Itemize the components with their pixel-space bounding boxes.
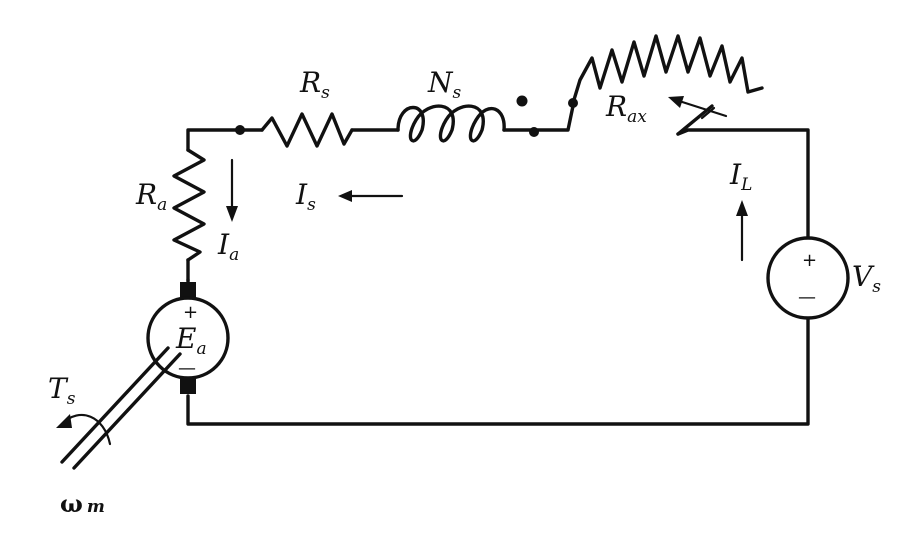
polarity-dot: [516, 95, 528, 107]
rax-adjust-arrow: [668, 96, 728, 120]
brush-top: [180, 282, 196, 300]
brush-bottom: [180, 376, 196, 394]
source-plus-sign: +: [802, 250, 817, 271]
wires: [186, 104, 810, 426]
label-ts: Ts: [48, 372, 76, 409]
armature-resistor-ra: [172, 148, 206, 262]
node-dot-left: [235, 125, 245, 135]
label-rs: Rs: [299, 66, 330, 103]
source-minus-sign: —: [798, 287, 816, 308]
prime-mover-shaft: [60, 346, 182, 470]
armature-plus-sign: +: [183, 302, 198, 323]
armature-generator: + —: [146, 282, 230, 394]
armature-minus-sign: —: [178, 358, 196, 379]
voltage-source-vs: + —: [766, 236, 850, 320]
wire-right-down: [186, 316, 810, 426]
current-arrow-ia: [226, 158, 238, 222]
label-rax: Rax: [605, 90, 647, 127]
current-arrow-il: [736, 200, 748, 262]
node-dot-ns-out: [529, 127, 539, 137]
label-il: IL: [729, 158, 752, 195]
label-vs: Vs: [852, 260, 881, 297]
adjustable-resistor-rax: [571, 34, 764, 105]
label-ea: Ea: [175, 322, 207, 359]
source-circle: [766, 236, 850, 320]
series-field-coil-ns: [396, 104, 506, 143]
series-resistor-rs: [260, 112, 354, 148]
rotation-arrow: [56, 413, 112, 446]
current-arrow-is: [338, 190, 404, 202]
label-ra: Ra: [135, 178, 167, 215]
armature-circle: [146, 296, 230, 380]
label-ns: Ns: [427, 66, 462, 103]
label-ia: Ia: [217, 228, 239, 265]
label-is: Is: [295, 178, 316, 215]
wire-ns-to-rax: [502, 104, 575, 132]
